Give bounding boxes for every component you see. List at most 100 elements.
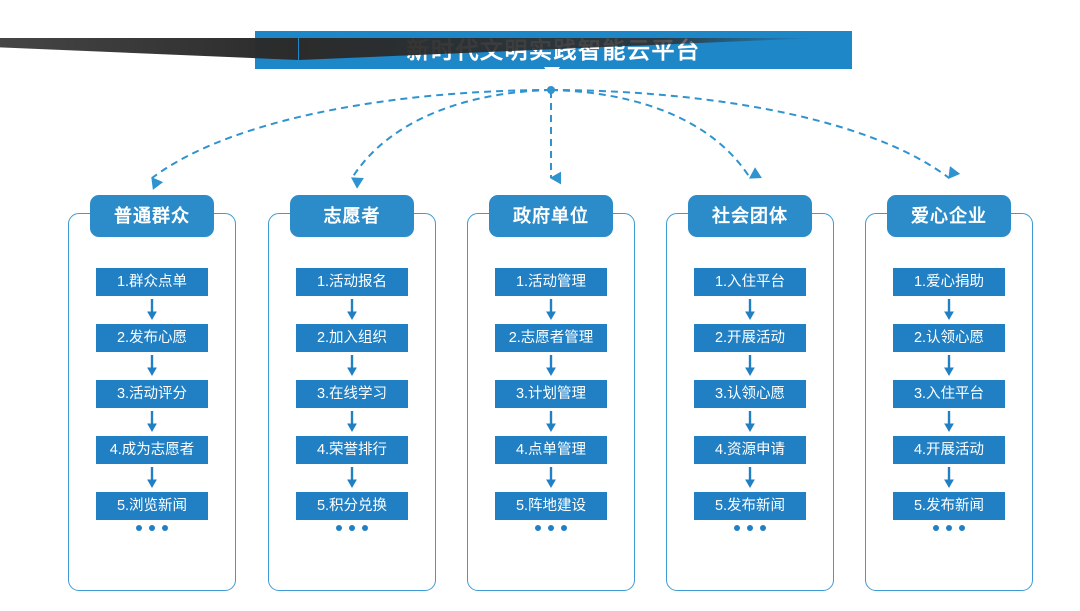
list-item[interactable]: 4.荣誉排行 bbox=[296, 436, 408, 464]
column-header-chip[interactable]: 政府单位 bbox=[489, 195, 613, 237]
role-column-4[interactable]: 社会团体 1.入住平台 2.开展活动 3.认领心愿 4.资源申请 5.发布新闻 bbox=[666, 195, 834, 591]
column-header-label: 普通群众 bbox=[114, 206, 190, 226]
list-item[interactable]: 2.认领心愿 bbox=[893, 324, 1005, 352]
list-item[interactable]: 1.爱心捐助 bbox=[893, 268, 1005, 296]
arrow-down-icon bbox=[546, 411, 556, 432]
role-column-1[interactable]: 普通群众 1.群众点单 2.发布心愿 3.活动评分 4.成为志愿者 5.浏览新闻 bbox=[68, 195, 236, 591]
more-items-ellipsis[interactable] bbox=[268, 525, 436, 531]
item-connector bbox=[268, 464, 436, 492]
list-item-label: 2.加入组织 bbox=[316, 329, 388, 346]
list-item[interactable]: 5.浏览新闻 bbox=[96, 492, 208, 520]
list-item[interactable]: 1.入住平台 bbox=[694, 268, 806, 296]
item-connector bbox=[68, 408, 236, 436]
arrow-down-icon bbox=[745, 299, 755, 320]
item-connector bbox=[68, 296, 236, 324]
role-column-3[interactable]: 政府单位 1.活动管理 2.志愿者管理 3.计划管理 4.点单管理 5.阵地建设 bbox=[467, 195, 635, 591]
list-item-label: 2.认领心愿 bbox=[913, 329, 985, 346]
item-connector bbox=[666, 408, 834, 436]
list-item[interactable]: 2.志愿者管理 bbox=[495, 324, 607, 352]
list-item-label: 4.开展活动 bbox=[913, 441, 985, 458]
arrow-down-icon bbox=[347, 355, 357, 376]
list-item[interactable]: 4.点单管理 bbox=[495, 436, 607, 464]
arrow-down-icon bbox=[147, 355, 157, 376]
item-connector bbox=[467, 408, 635, 436]
list-item[interactable]: 5.发布新闻 bbox=[694, 492, 806, 520]
item-connector bbox=[666, 464, 834, 492]
item-connector bbox=[467, 296, 635, 324]
item-connector bbox=[865, 296, 1033, 324]
column-header-chip[interactable]: 社会团体 bbox=[688, 195, 812, 237]
list-item-label: 2.发布心愿 bbox=[116, 329, 188, 346]
list-item[interactable]: 4.成为志愿者 bbox=[96, 436, 208, 464]
connector-to-col-1 bbox=[151, 89, 552, 190]
item-connector bbox=[68, 352, 236, 380]
list-item-label: 3.计划管理 bbox=[515, 385, 587, 402]
list-item[interactable]: 5.阵地建设 bbox=[495, 492, 607, 520]
list-item[interactable]: 3.活动评分 bbox=[96, 380, 208, 408]
list-item[interactable]: 3.在线学习 bbox=[296, 380, 408, 408]
item-connector bbox=[268, 408, 436, 436]
role-columns: 普通群众 1.群众点单 2.发布心愿 3.活动评分 4.成为志愿者 5.浏览新闻… bbox=[0, 195, 1080, 595]
list-item-label: 5.发布新闻 bbox=[913, 497, 985, 514]
list-item[interactable]: 2.发布心愿 bbox=[96, 324, 208, 352]
list-item-label: 4.荣誉排行 bbox=[316, 441, 388, 458]
list-item[interactable]: 3.认领心愿 bbox=[694, 380, 806, 408]
list-item[interactable]: 5.积分兑换 bbox=[296, 492, 408, 520]
arrow-down-icon bbox=[147, 299, 157, 320]
list-item[interactable]: 2.加入组织 bbox=[296, 324, 408, 352]
list-item[interactable]: 2.开展活动 bbox=[694, 324, 806, 352]
arrow-down-icon bbox=[347, 299, 357, 320]
arrow-down-icon bbox=[347, 411, 357, 432]
list-item-label: 1.活动管理 bbox=[515, 273, 587, 290]
item-connector bbox=[268, 352, 436, 380]
item-connector bbox=[467, 464, 635, 492]
arrow-down-icon bbox=[347, 467, 357, 488]
list-item[interactable]: 1.活动管理 bbox=[495, 268, 607, 296]
connector-to-col-4 bbox=[550, 89, 762, 179]
list-item-label: 4.资源申请 bbox=[714, 441, 786, 458]
list-item-label: 5.阵地建设 bbox=[515, 497, 587, 514]
column-header-label: 政府单位 bbox=[513, 206, 589, 226]
list-item-label: 1.活动报名 bbox=[316, 273, 388, 290]
more-items-ellipsis[interactable] bbox=[68, 525, 236, 531]
list-item[interactable]: 4.资源申请 bbox=[694, 436, 806, 464]
list-item-label: 1.群众点单 bbox=[116, 273, 188, 290]
column-items: 1.入住平台 2.开展活动 3.认领心愿 4.资源申请 5.发布新闻 bbox=[666, 268, 834, 520]
more-items-ellipsis[interactable] bbox=[865, 525, 1033, 531]
item-connector bbox=[865, 464, 1033, 492]
list-item-label: 5.浏览新闻 bbox=[116, 497, 188, 514]
more-items-ellipsis[interactable] bbox=[467, 525, 635, 531]
arrow-down-icon bbox=[745, 355, 755, 376]
column-header-chip[interactable]: 爱心企业 bbox=[887, 195, 1011, 237]
list-item-label: 3.入住平台 bbox=[913, 385, 985, 402]
list-item[interactable]: 1.群众点单 bbox=[96, 268, 208, 296]
list-item[interactable]: 3.计划管理 bbox=[495, 380, 607, 408]
list-item[interactable]: 5.发布新闻 bbox=[893, 492, 1005, 520]
column-header-chip[interactable]: 普通群众 bbox=[90, 195, 214, 237]
list-item-label: 2.开展活动 bbox=[714, 329, 786, 346]
role-column-2[interactable]: 志愿者 1.活动报名 2.加入组织 3.在线学习 4.荣誉排行 5.积分兑换 bbox=[268, 195, 436, 591]
item-connector bbox=[865, 408, 1033, 436]
arrow-down-icon bbox=[944, 355, 954, 376]
more-items-ellipsis[interactable] bbox=[666, 525, 834, 531]
column-items: 1.活动管理 2.志愿者管理 3.计划管理 4.点单管理 5.阵地建设 bbox=[467, 268, 635, 520]
column-items: 1.群众点单 2.发布心愿 3.活动评分 4.成为志愿者 5.浏览新闻 bbox=[68, 268, 236, 520]
arrow-down-icon bbox=[147, 467, 157, 488]
arrow-down-icon bbox=[546, 299, 556, 320]
arrow-down-icon bbox=[546, 355, 556, 376]
item-connector bbox=[268, 296, 436, 324]
platform-title-block: 新时代文明实践智能云平台 bbox=[255, 31, 852, 69]
list-item[interactable]: 1.活动报名 bbox=[296, 268, 408, 296]
list-item-label: 4.成为志愿者 bbox=[109, 441, 195, 458]
list-item[interactable]: 3.入住平台 bbox=[893, 380, 1005, 408]
platform-title-bar: 新时代文明实践智能云平台 bbox=[255, 31, 852, 69]
item-connector bbox=[467, 352, 635, 380]
role-column-5[interactable]: 爱心企业 1.爱心捐助 2.认领心愿 3.入住平台 4.开展活动 5.发布新闻 bbox=[865, 195, 1033, 591]
connector-hub bbox=[547, 86, 555, 94]
column-header-chip[interactable]: 志愿者 bbox=[290, 195, 414, 237]
list-item-label: 2.志愿者管理 bbox=[508, 329, 594, 346]
item-connector bbox=[865, 352, 1033, 380]
column-items: 1.爱心捐助 2.认领心愿 3.入住平台 4.开展活动 5.发布新闻 bbox=[865, 268, 1033, 520]
list-item[interactable]: 4.开展活动 bbox=[893, 436, 1005, 464]
